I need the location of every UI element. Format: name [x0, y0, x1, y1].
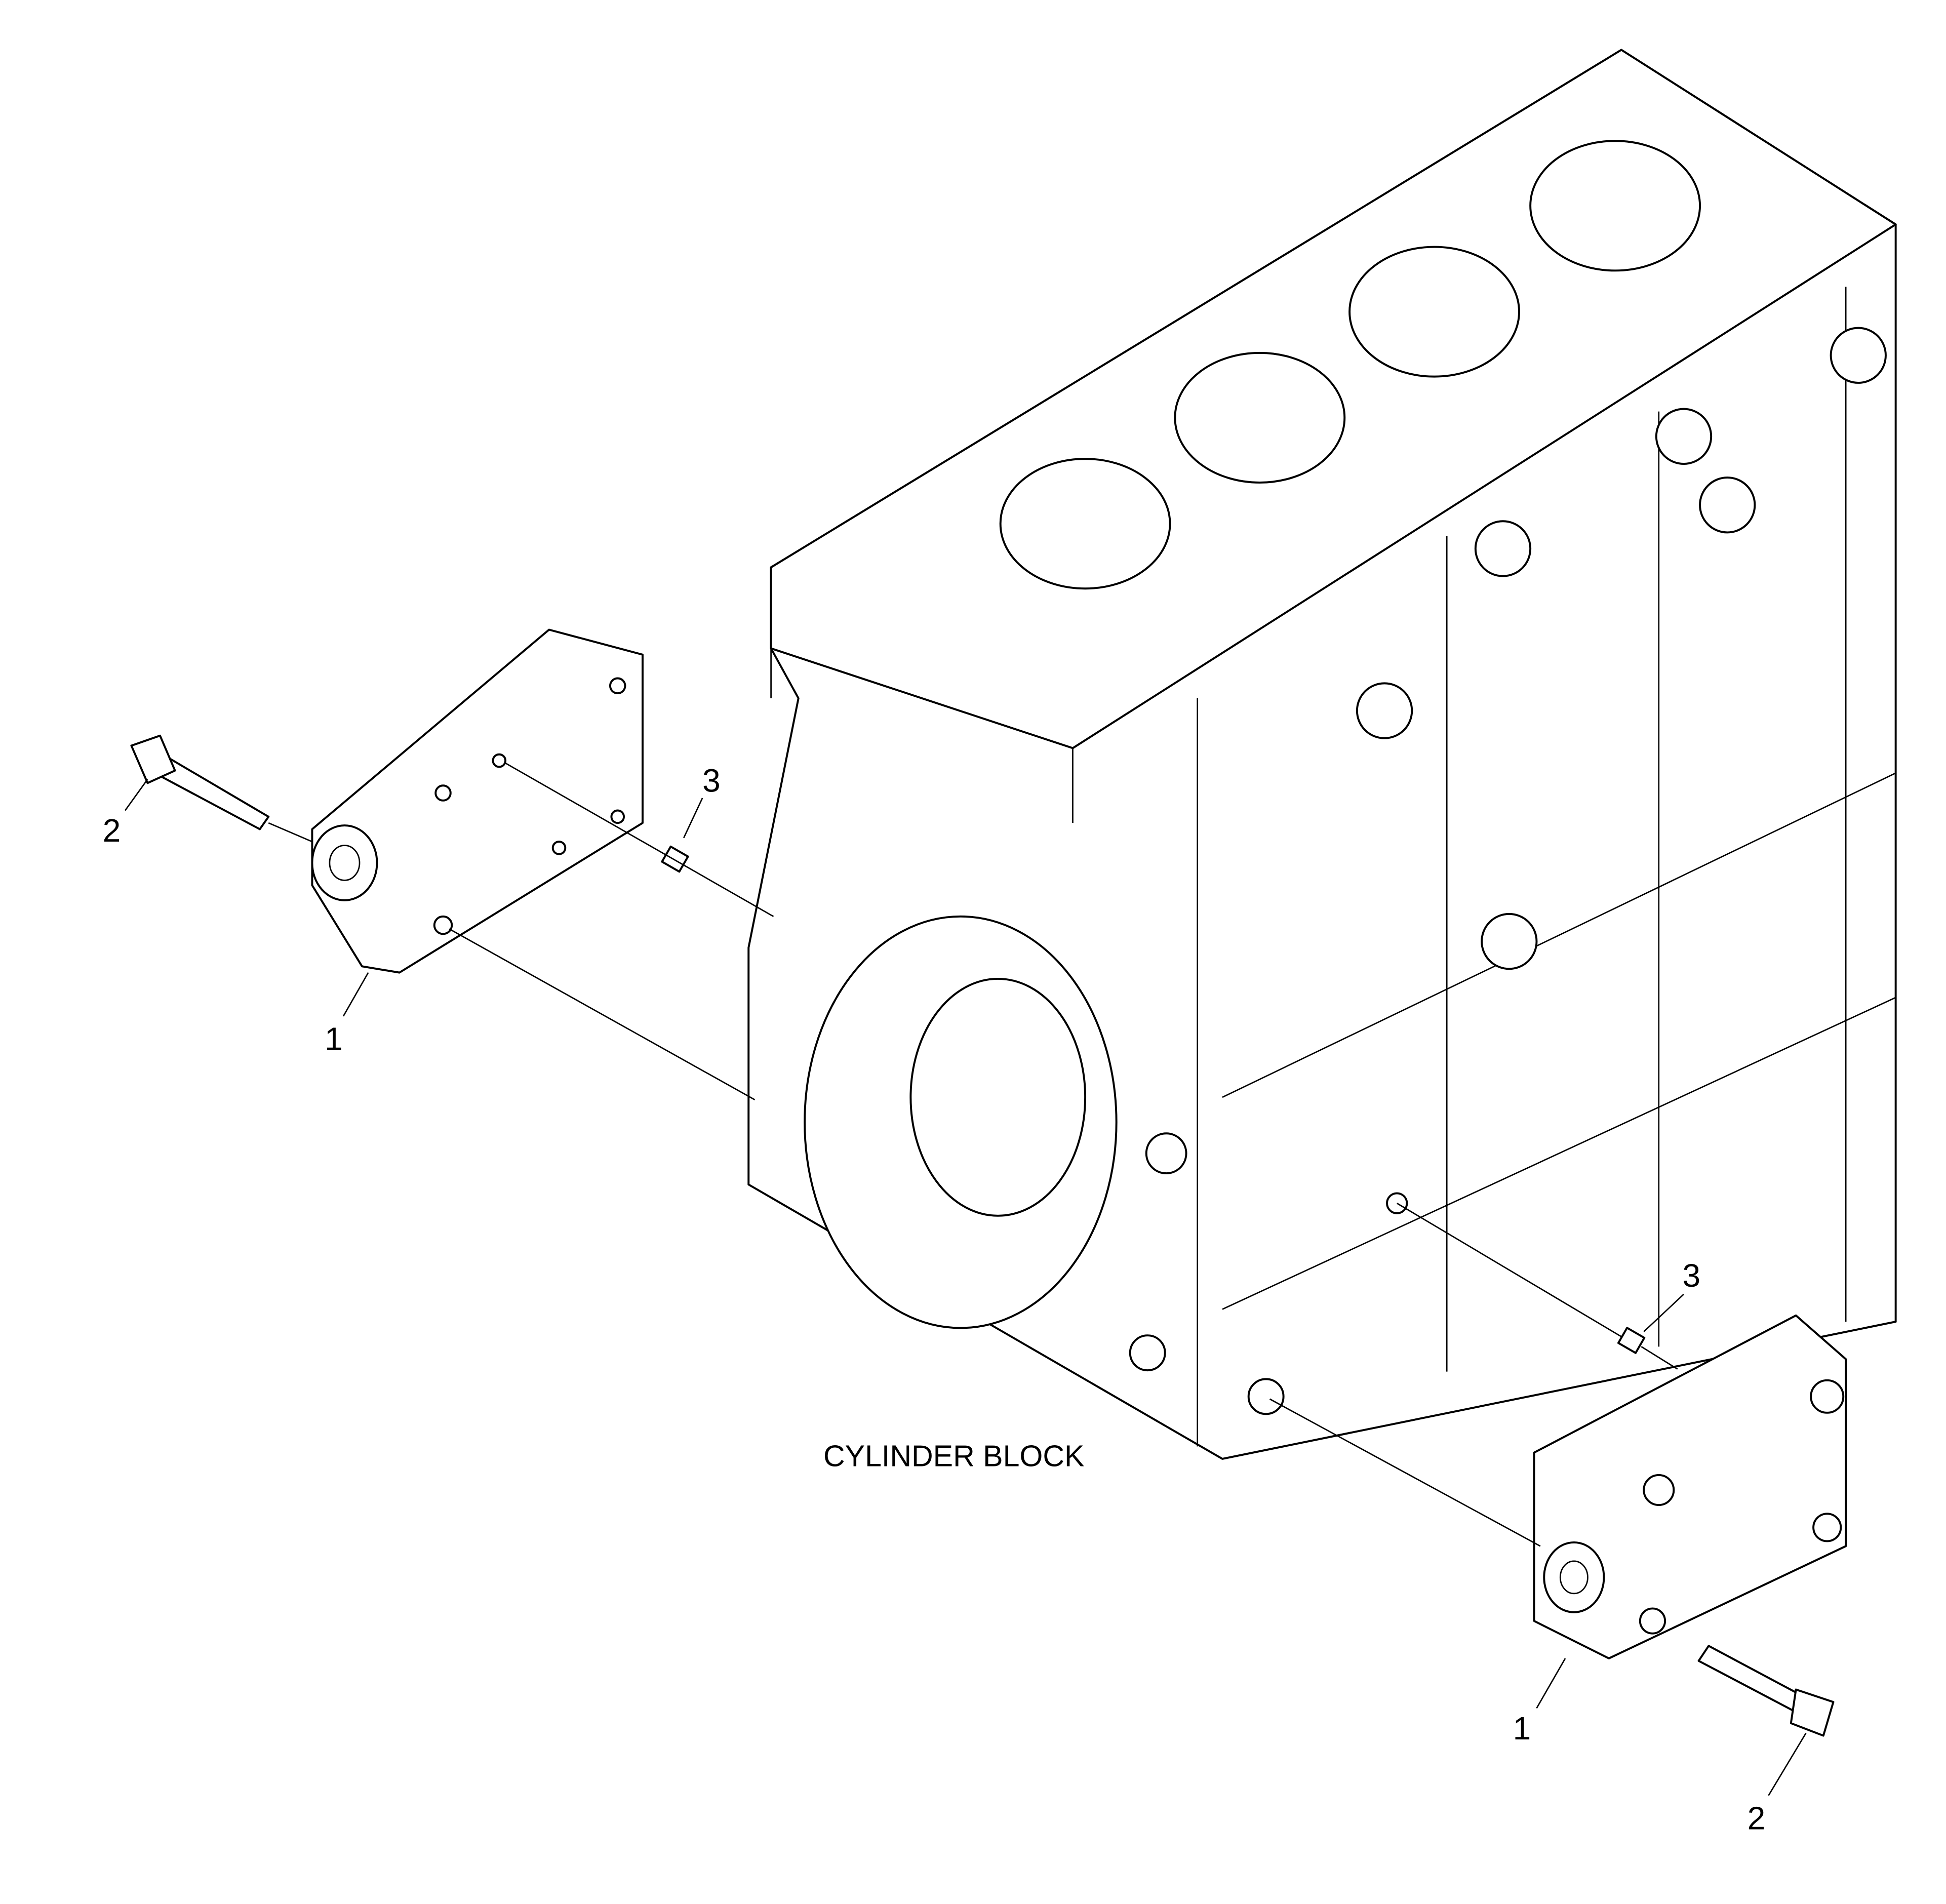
cylinder-block	[747, 49, 1897, 1460]
right-cover	[1533, 1314, 1847, 1659]
cylinder-bore-1	[999, 458, 1171, 590]
left-cover	[311, 628, 644, 974]
callout-right-dowel: 3	[1683, 1257, 1701, 1294]
right-dowel	[1617, 1327, 1646, 1354]
cylinder-bore-2	[1174, 351, 1346, 484]
callout-right-bolt: 2	[1748, 1800, 1766, 1836]
callout-left-dowel: 3	[702, 763, 721, 799]
callout-right-cover: 1	[1513, 1710, 1531, 1747]
callout-left-cover: 1	[325, 1020, 343, 1057]
right-bolt	[1697, 1645, 1835, 1737]
caption-cylinder-block: CYLINDER BLOCK	[823, 1440, 1084, 1473]
left-dowel	[661, 845, 689, 873]
cylinder-bore-4	[1529, 140, 1701, 272]
callout-leaders	[125, 779, 1807, 1796]
callout-left-bolt: 2	[103, 812, 121, 849]
left-bolt	[130, 734, 270, 830]
crankshaft-bore	[909, 977, 1087, 1217]
cylinder-bore-3	[1348, 246, 1520, 378]
alignment-lines	[268, 762, 1678, 1547]
